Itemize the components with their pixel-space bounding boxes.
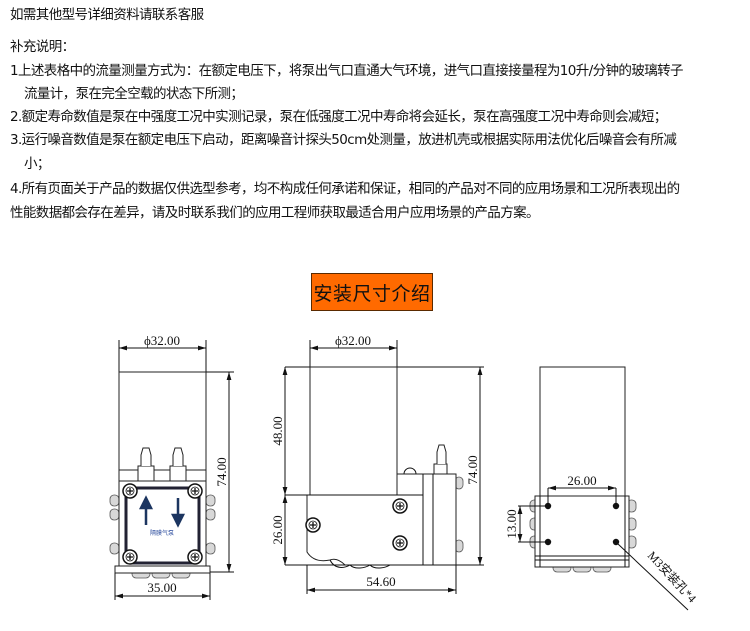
front-diameter-label: ϕ32.00 bbox=[144, 333, 180, 348]
arrow-down-icon bbox=[170, 498, 186, 528]
mounting-view-drawing: 26.00 13.00 M3安装孔*4 bbox=[504, 366, 700, 611]
arrow-up-icon bbox=[138, 495, 154, 525]
notes-heading: 补充说明： bbox=[10, 39, 75, 55]
front-width-label: 35.00 bbox=[147, 580, 176, 595]
side-upper-height-label: 48.00 bbox=[270, 416, 285, 445]
hole-spacing-y-label: 13.00 bbox=[504, 509, 519, 538]
hole-spacing-x-label: 26.00 bbox=[567, 473, 596, 488]
side-lower-height-label: 26.00 bbox=[270, 515, 285, 544]
side-diameter-label: ϕ32.00 bbox=[335, 333, 371, 348]
note-line-3: 3.运行噪音数值是泵在额定电压下启动，距离噪音计探头50cm处测量，放进机壳或根… bbox=[10, 132, 677, 148]
front-height-label: 74.00 bbox=[214, 457, 229, 486]
note-line-4: 4.所有页面关于产品的数据仅供选型参考，均不构成任何承诺和保证，相同的产品对不同… bbox=[10, 181, 680, 197]
section-title: 安装尺寸介绍 bbox=[311, 273, 433, 311]
side-total-height-label: 74.00 bbox=[465, 455, 480, 484]
note-line-1: 1上述表格中的流量测量方式为：在额定电压下，将泵出气口直通大气环境，进气口直接接… bbox=[10, 63, 684, 79]
pump-label: 隔膜气泵 bbox=[150, 529, 174, 537]
side-length-label: 54.60 bbox=[366, 574, 395, 589]
mount-hole bbox=[612, 538, 620, 546]
note-line-3-cont: 小； bbox=[24, 156, 50, 172]
note-line-1-cont: 流量计，泵在完全空载的状态下所测； bbox=[24, 86, 244, 102]
note-line-4-cont: 性能数据都会存在差异，请及时联系我们的应用工程师获取最适合用户应用场景的产品方案… bbox=[10, 205, 540, 221]
note-line-2: 2.额定寿命数值是泵在中强度工况中实测记录，泵在低强度工况中寿命将会延长，泵在高… bbox=[10, 109, 667, 125]
front-view-drawing: ϕ32.00 隔膜气泵 74.00 35.00 bbox=[109, 333, 234, 600]
side-view-drawing: ϕ32.00 48.00 26.00 74.00 54.60 bbox=[270, 333, 484, 594]
contact-note: 如需其他型号详细资料请联系客服 bbox=[10, 7, 204, 23]
